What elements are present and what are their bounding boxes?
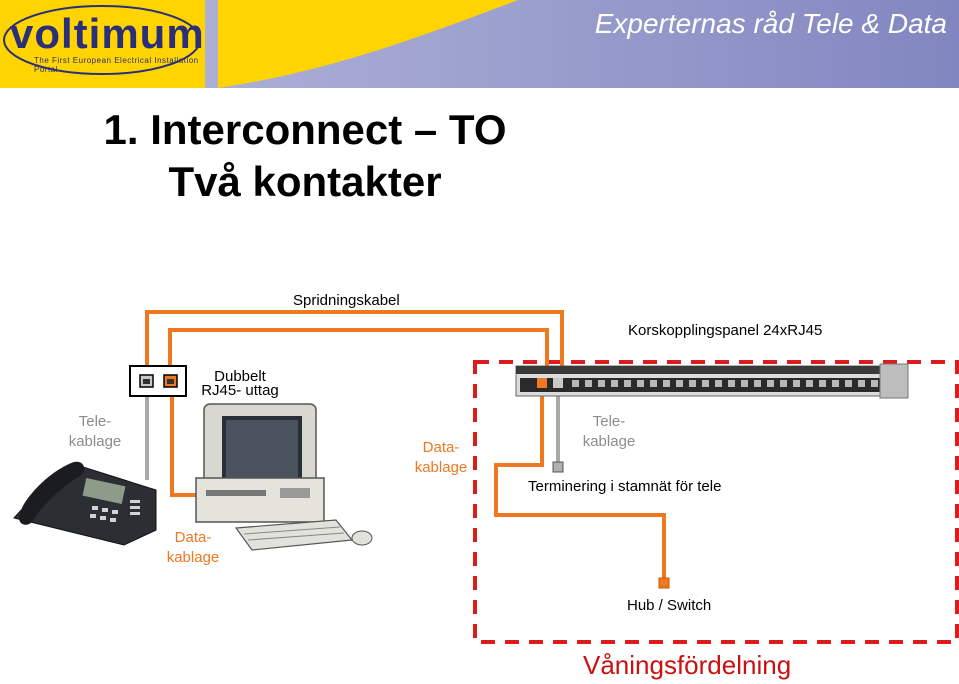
data-cabling-bottom-line2: kablage xyxy=(166,549,220,566)
distribution-cable-inner xyxy=(168,328,549,378)
data-cabling-bottom-label: Data- kablage xyxy=(157,528,229,568)
tele-cabling-right-line1: Tele- xyxy=(592,413,626,430)
dual-outlet-label-line2: RJ45- uttag xyxy=(201,382,279,399)
computer-icon xyxy=(195,403,325,523)
slide-title-line2: Två kontakter xyxy=(168,158,442,205)
hub-switch-label: Hub / Switch xyxy=(627,597,712,614)
patch-panel-label: Korskopplingspanel 24xRJ45 xyxy=(628,322,823,339)
header-banner: voltimum The First European Electrical I… xyxy=(0,0,959,88)
slide-title-line1: 1. Interconnect – TO xyxy=(103,106,507,153)
tele-cabling-left-line1: Tele- xyxy=(78,413,112,430)
termination-point xyxy=(552,461,564,473)
distribution-cable-label: Spridningskabel xyxy=(293,292,400,309)
keyboard-icon xyxy=(234,519,373,551)
tele-cabling-right-line2: kablage xyxy=(582,433,636,450)
data-cabling-mid-line1: Data- xyxy=(422,439,460,456)
hub-port xyxy=(658,577,670,589)
patch-panel-icon xyxy=(515,363,909,399)
logo-tagline: The First European Electrical Installati… xyxy=(34,56,199,74)
tele-cabling-left-line2: kablage xyxy=(68,433,122,450)
data-cabling-mid-line2: kablage xyxy=(414,459,468,476)
data-cable-left xyxy=(170,392,200,497)
data-cabling-mid-label: Data- kablage xyxy=(405,438,477,478)
dual-outlet-label-line1: Dubbelt xyxy=(214,368,266,385)
floor-distributor-label: Våningsfördelning xyxy=(583,650,792,680)
slide-title: 1. Interconnect – TO Två kontakter xyxy=(0,104,610,208)
data-cabling-bottom-line1: Data- xyxy=(174,529,212,546)
phone-icon xyxy=(13,461,157,546)
termination-label: Terminering i stamnät för tele xyxy=(528,478,722,495)
floor-distributor-border xyxy=(473,360,959,644)
distribution-cable-outer xyxy=(145,310,564,378)
dual-outlet-label: Dubbelt RJ45- uttag xyxy=(190,368,290,399)
header-title: Experternas råd Tele & Data xyxy=(594,8,947,39)
logo-wordmark: voltimum xyxy=(10,10,205,57)
wall-outlet-icon xyxy=(129,365,187,397)
data-cable-hub xyxy=(494,386,666,580)
tele-cabling-right-label: Tele- kablage xyxy=(573,412,645,452)
tele-cabling-left-label: Tele- kablage xyxy=(60,412,130,452)
voltimum-logo: voltimum The First European Electrical I… xyxy=(0,0,205,88)
banner-swoosh xyxy=(218,0,518,88)
